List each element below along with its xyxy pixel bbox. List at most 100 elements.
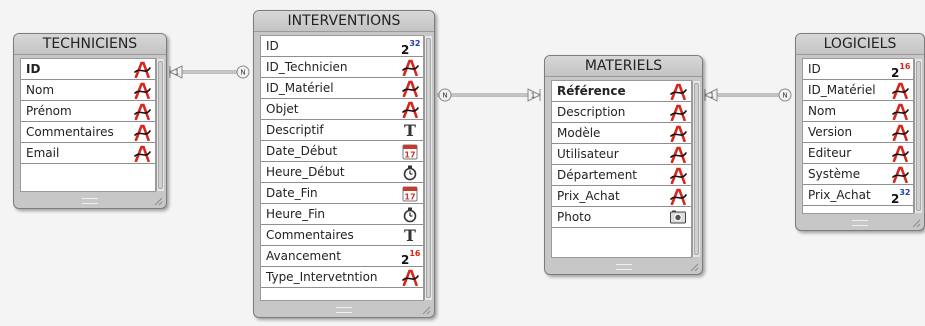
resize-handle-icon[interactable] — [911, 218, 921, 228]
field-row[interactable]: Département — [552, 165, 691, 186]
alpha-field-icon — [669, 146, 687, 164]
collapse-grip-icon[interactable] — [336, 307, 352, 313]
many-end-marker: N — [778, 88, 792, 102]
field-name: Nom — [26, 83, 55, 97]
field-row[interactable]: ID_Technicien — [261, 57, 423, 78]
alpha-field-icon — [133, 61, 151, 79]
alpha-field-icon — [891, 145, 909, 163]
table-title[interactable]: LOGICIELS — [796, 34, 924, 55]
field-row[interactable]: ID 232 — [261, 36, 423, 57]
relation-link-logiciels-materiels[interactable]: N1 — [703, 88, 792, 102]
empty-field-row — [21, 164, 155, 185]
field-name: Type_Intervetntion — [266, 270, 378, 284]
alpha-field-icon — [669, 167, 687, 185]
relation-link-interventions-techniciens[interactable]: N1 — [168, 65, 250, 79]
field-row[interactable]: Système — [803, 164, 913, 185]
date-field-icon: 17 — [401, 143, 419, 160]
collapse-grip-icon[interactable] — [82, 198, 98, 204]
field-name: Prénom — [26, 104, 72, 118]
field-name: Département — [557, 168, 637, 182]
field-name: Objet — [266, 102, 299, 116]
scrollbar-thumb[interactable] — [916, 61, 921, 211]
table-title[interactable]: INTERVENTIONS — [254, 11, 434, 32]
one-end-marker: 1 — [703, 88, 718, 102]
picture-field-icon — [669, 209, 687, 226]
field-row[interactable]: Référence — [552, 81, 691, 102]
svg-text:N: N — [240, 69, 245, 77]
field-row[interactable]: Nom — [21, 80, 155, 101]
field-row[interactable]: Version — [803, 122, 913, 143]
field-scrollbar[interactable] — [424, 36, 432, 300]
scrollbar-thumb[interactable] — [694, 83, 699, 255]
field-row[interactable]: Prénom — [21, 101, 155, 122]
field-row[interactable]: Type_Intervetntion — [261, 267, 423, 288]
one-end-marker: 1 — [168, 65, 183, 79]
collapse-grip-icon[interactable] — [615, 264, 632, 270]
alpha-field-icon — [669, 83, 687, 101]
resize-handle-icon[interactable] — [153, 196, 163, 206]
field-row[interactable]: Modèle — [552, 123, 691, 144]
field-row[interactable]: Utilisateur — [552, 144, 691, 165]
text-field-icon: T — [404, 121, 416, 140]
field-scrollbar[interactable] — [914, 59, 922, 213]
alpha-field-icon — [891, 103, 909, 121]
table-footer — [796, 216, 924, 230]
alpha-field-icon — [133, 145, 151, 163]
field-name: ID — [266, 39, 279, 53]
field-scrollbar[interactable] — [692, 81, 700, 257]
field-row[interactable]: ID_Matériel — [261, 78, 423, 99]
many-end-marker: N — [438, 88, 452, 102]
field-row[interactable]: Editeur — [803, 143, 913, 164]
scrollbar-thumb[interactable] — [426, 38, 431, 298]
svg-text:N: N — [782, 92, 787, 100]
field-row[interactable]: Objet — [261, 99, 423, 120]
field-row[interactable]: Email — [21, 143, 155, 164]
field-row[interactable]: Date_Début 17 — [261, 141, 423, 162]
field-row[interactable]: ID_Matériel — [803, 80, 913, 101]
field-row[interactable]: Heure_Début — [261, 162, 423, 183]
field-name: Référence — [557, 84, 626, 98]
integer32-field-icon: 232 — [401, 39, 421, 57]
field-row[interactable]: Photo — [552, 207, 691, 228]
field-row[interactable]: Commentaires — [21, 122, 155, 143]
field-name: Editeur — [808, 146, 852, 160]
collapse-grip-icon[interactable] — [852, 220, 868, 226]
table-title[interactable]: TECHNICIENS — [14, 34, 166, 55]
alpha-field-icon — [891, 82, 909, 100]
scrollbar-thumb[interactable] — [158, 61, 163, 189]
field-row[interactable]: Nom — [803, 101, 913, 122]
field-row[interactable]: Description — [552, 102, 691, 123]
resize-handle-icon[interactable] — [421, 305, 431, 315]
svg-text:1: 1 — [710, 92, 714, 100]
text-field-icon: T — [404, 226, 416, 245]
field-scrollbar[interactable] — [156, 59, 164, 191]
many-end-marker: N — [236, 65, 250, 79]
one-end-marker: 1 — [527, 88, 542, 102]
field-row[interactable]: Prix_Achat — [552, 186, 691, 207]
field-name: Email — [26, 146, 60, 160]
integer16-field-icon: 216 — [891, 62, 911, 80]
field-name: Système — [808, 167, 861, 181]
field-row[interactable]: ID — [21, 59, 155, 80]
alpha-field-icon — [891, 166, 909, 184]
table-title[interactable]: MATERIELS — [545, 56, 702, 77]
table-footer — [14, 194, 166, 208]
field-row[interactable]: Heure_Fin — [261, 204, 423, 225]
svg-text:N: N — [442, 92, 447, 100]
resize-handle-icon[interactable] — [689, 262, 699, 272]
alpha-field-icon — [401, 269, 419, 287]
field-name: Date_Début — [266, 144, 338, 158]
